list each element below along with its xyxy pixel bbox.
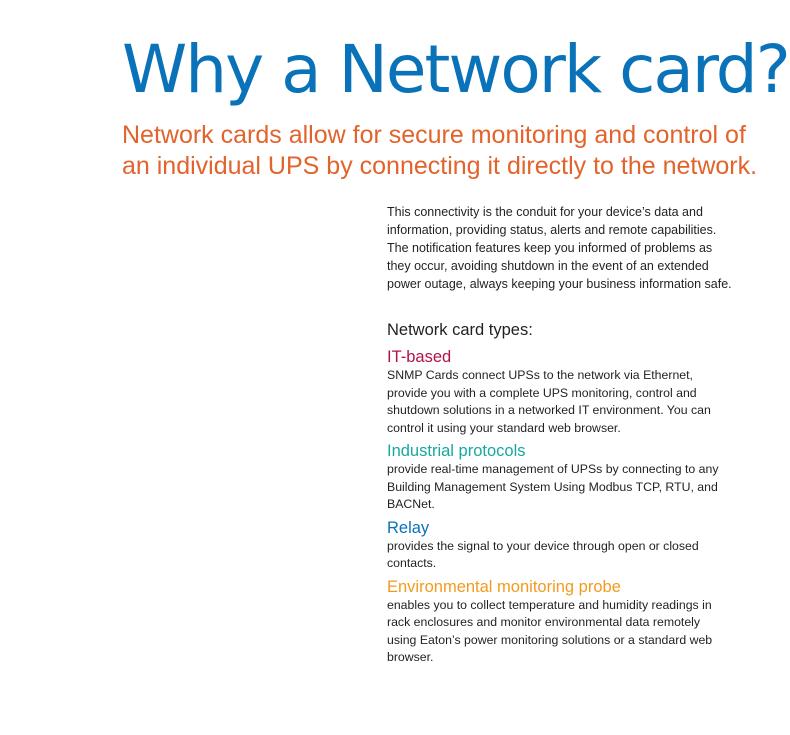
card-type-relay: Relay provides the signal to your device… [387, 518, 732, 573]
page-title: Why a Network card? [122, 31, 790, 108]
card-type-description: provides the signal to your device throu… [387, 538, 699, 571]
card-type-title: IT-based [387, 348, 452, 366]
card-type-it-based: IT-based SNMP Cards connect UPSs to the … [387, 347, 732, 437]
card-type-title: Environmental monitoring probe [387, 577, 621, 596]
card-type-industrial-protocols: Industrial protocols provide real-time m… [387, 441, 732, 514]
intro-paragraph: This connectivity is the conduit for you… [387, 205, 732, 291]
card-type-description: enables you to collect temperature and h… [387, 597, 713, 665]
page-subtitle: Network cards allow for secure monitorin… [122, 121, 758, 180]
card-types-heading: Network card types: [387, 321, 533, 339]
card-type-description: provide real-time management of UPSs by … [387, 462, 719, 511]
card-type-environmental-monitoring-probe: Environmental monitoring probe enables y… [387, 577, 732, 667]
content-column: This connectivity is the conduit for you… [387, 203, 732, 667]
card-type-title: Relay [387, 518, 430, 537]
card-type-title: Industrial protocols [387, 442, 526, 460]
card-type-description: SNMP Cards connect UPSs to the network v… [387, 368, 711, 435]
